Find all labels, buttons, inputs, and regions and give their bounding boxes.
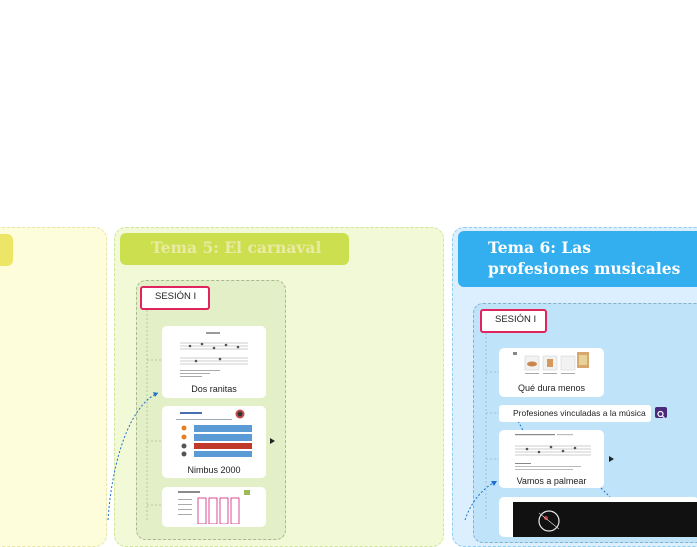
- instruments-thumbnail: [513, 352, 589, 374]
- session-label[interactable]: SESIÓN I: [480, 309, 547, 333]
- search-icon[interactable]: [655, 407, 667, 419]
- theme-header-previous[interactable]: [0, 234, 13, 266]
- card-caption: Vamos a palmear: [516, 476, 587, 486]
- topic-card-que-dura-menos[interactable]: Qué dura menos: [499, 348, 604, 397]
- topic-card-nimbus-2000[interactable]: Nimbus 2000: [162, 406, 266, 478]
- session-label[interactable]: SESIÓN I: [140, 286, 210, 310]
- expand-arrow-icon[interactable]: [270, 438, 275, 444]
- theme-title: Tema 5: El carnaval: [151, 238, 322, 257]
- worksheet-thumbnail: [178, 490, 250, 524]
- topic-card-dos-ranitas[interactable]: Dos ranitas: [162, 326, 266, 398]
- theme-column-previous: [0, 227, 107, 547]
- relation-connector: [464, 481, 496, 520]
- theme-header-tema5[interactable]: Tema 5: El carnaval: [120, 233, 349, 265]
- relation-connector: [600, 487, 611, 498]
- topic-card-vamos-a-palmear[interactable]: Vamos a palmear: [499, 430, 604, 488]
- theme-title-line1: Tema 6: Las: [488, 238, 592, 257]
- relation-connector: [107, 392, 159, 520]
- topic-card[interactable]: [162, 487, 266, 527]
- card-caption: Dos ranitas: [191, 384, 237, 394]
- topic-node-profesiones[interactable]: Profesiones vinculadas a la música: [499, 405, 651, 422]
- card-caption: Nimbus 2000: [187, 465, 241, 475]
- theme-header-tema6[interactable]: Tema 6: Las profesiones musicales: [458, 231, 697, 287]
- arrowhead: [153, 392, 158, 397]
- sheet-music-thumbnail: [180, 332, 248, 377]
- arrowhead: [491, 481, 497, 486]
- rhythm-thumbnail: [515, 434, 591, 470]
- video-card[interactable]: [499, 497, 697, 537]
- expand-arrow-icon[interactable]: [609, 456, 614, 462]
- theme-title-line2: profesiones musicales: [488, 259, 681, 278]
- rhythm-exercise-thumbnail: [176, 409, 252, 457]
- card-caption: Qué dura menos: [517, 383, 586, 393]
